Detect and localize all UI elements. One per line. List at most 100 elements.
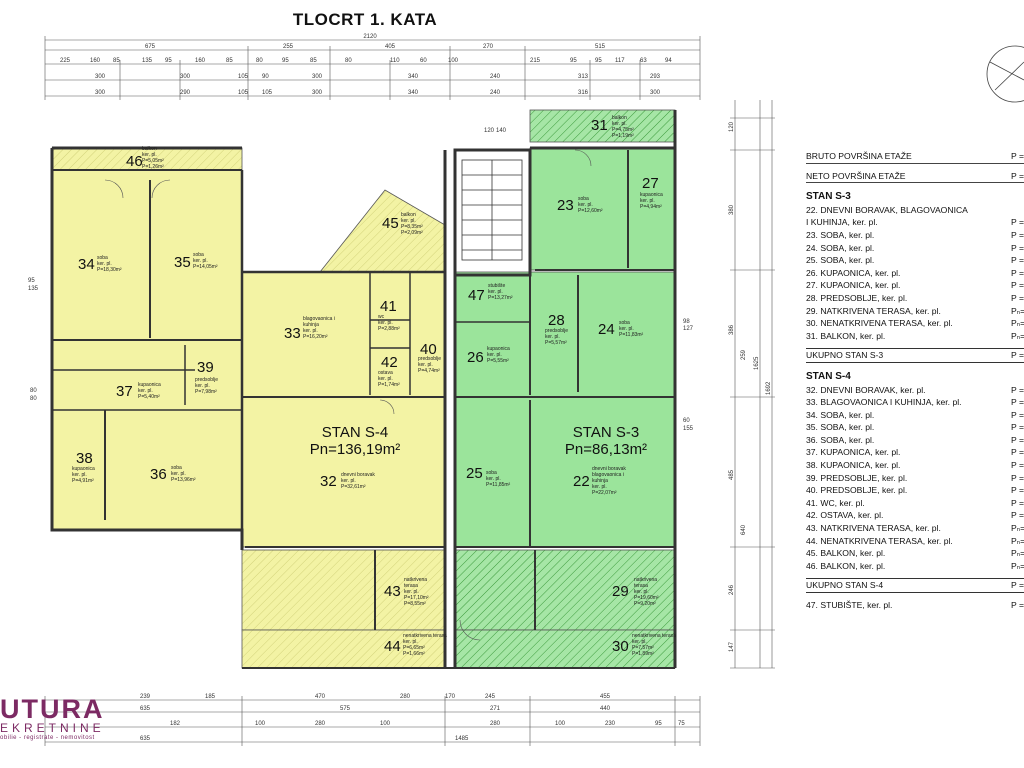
svg-text:63: 63 — [640, 58, 647, 64]
room-40-number: 40 — [420, 341, 437, 358]
room-33-number: 33 — [284, 325, 301, 342]
svg-text:240: 240 — [490, 90, 501, 96]
apartment-s4-name: STAN S-4 — [321, 424, 389, 441]
svg-text:135: 135 — [142, 58, 153, 64]
legend-s4-item: 45. BALKON, ker. pl.Pₙ= — [806, 547, 1024, 560]
room-23-number: 23 — [557, 197, 574, 214]
svg-text:300: 300 — [95, 74, 106, 80]
svg-text:90: 90 — [262, 74, 269, 80]
legend-s3-item-label: 27. KUPAONICA, ker. pl. — [806, 280, 901, 291]
svg-text:1625: 1625 — [754, 356, 760, 370]
legend-s4-item-value: P = — [1011, 422, 1024, 433]
room-35-info: soba ker. pl. P=14,05m² — [193, 252, 218, 270]
svg-text:60: 60 — [683, 418, 690, 424]
room-32-number: 32 — [320, 473, 337, 490]
svg-text:182: 182 — [170, 721, 181, 727]
room-26-info: kupaonica ker. pl. P=5,55m² — [487, 346, 510, 364]
svg-text:95: 95 — [655, 721, 662, 727]
svg-text:280: 280 — [490, 721, 501, 727]
legend-s4-item-value: Pₙ= — [1011, 560, 1024, 571]
legend-s4-item-label: 34. SOBA, ker. pl. — [806, 409, 875, 420]
room-41-number: 41 — [380, 298, 397, 315]
svg-text:240: 240 — [490, 74, 501, 80]
legend-s4-item-label: 43. NATKRIVENA TERASA, ker. pl. — [806, 523, 941, 534]
svg-text:80: 80 — [30, 396, 37, 402]
room-22-number: 22 — [573, 473, 590, 490]
apartment-s4-area — [51, 147, 446, 669]
svg-text:440: 440 — [600, 706, 611, 712]
legend-s3-item: 29. NATKRIVENA TERASA, ker. pl.Pₙ= — [806, 305, 1024, 318]
room-25-info: soba ker. pl. P=11,85m² — [486, 470, 511, 488]
legend-s3-item: 25. SOBA, ker. pl.P = — [806, 254, 1024, 267]
svg-text:293: 293 — [650, 74, 661, 80]
staircase — [461, 159, 523, 261]
svg-text:485: 485 — [729, 469, 735, 480]
room-45-info: balkon ker. pl. P=8,35m² P=2,09m² — [401, 212, 423, 236]
svg-text:155: 155 — [683, 426, 694, 432]
svg-text:170: 170 — [445, 694, 456, 700]
room-35-number: 35 — [174, 254, 191, 271]
legend-s4-item-value: P = — [1011, 384, 1024, 395]
legend-s3-item-label: 28. PREDSOBLJE, ker. pl. — [806, 292, 908, 303]
top-dimension-lines — [45, 39, 700, 97]
svg-text:80: 80 — [30, 388, 37, 394]
legend-s4-item-label: 38. KUPAONICA, ker. pl. — [806, 460, 901, 471]
room-38-info: kupaonica ker. pl. P=4,91m² — [72, 466, 95, 484]
svg-text:316: 316 — [578, 90, 589, 96]
room-26-number: 26 — [467, 349, 484, 366]
legend-s3-item-label: 29. NATKRIVENA TERASA, ker. pl. — [806, 305, 941, 316]
room-24-info: soba ker. pl. P=11,83m² — [619, 320, 644, 338]
logo-tagline: obilie - registrate - nemovitost — [0, 735, 95, 741]
svg-text:75: 75 — [678, 721, 685, 727]
legend-s4-item-label: 36. SOBA, ker. pl. — [806, 434, 875, 445]
north-arrow-icon — [986, 45, 1024, 103]
legend-s4-item-value: P = — [1011, 497, 1024, 508]
apartment-s3-name: STAN S-3 — [572, 424, 640, 441]
legend-neto-row: NETO POVRŠINA ETAŽE P = — [806, 170, 1024, 184]
legend-stair-row: 47. STUBIŠTE, ker. pl. P = — [806, 600, 1024, 610]
svg-text:105: 105 — [238, 90, 249, 96]
legend-s3-item-label: 25. SOBA, ker. pl. — [806, 255, 875, 266]
svg-text:271: 271 — [490, 706, 501, 712]
room-47-number: 47 — [468, 287, 485, 304]
svg-text:515: 515 — [595, 44, 606, 50]
company-logo: UTURA EKRETNINE obilie - registrate - ne… — [0, 694, 105, 741]
svg-text:340: 340 — [408, 74, 419, 80]
room-37-number: 37 — [116, 383, 133, 400]
room-30-number: 30 — [612, 638, 629, 655]
legend-s3-item: 31. BALKON, ker. pl.Pₙ= — [806, 330, 1024, 343]
legend-s3-item-label: 30. NENATKRIVENA TERASA, ker. pl. — [806, 318, 953, 329]
svg-text:259: 259 — [741, 349, 747, 360]
legend-s4-item-label: 41. WC, ker. pl. — [806, 497, 865, 508]
legend-s4-item-label: 44. NENATKRIVENA TERASA, ker. pl. — [806, 535, 953, 546]
legend-s4-item: 43. NATKRIVENA TERASA, ker. pl.Pₙ= — [806, 522, 1024, 535]
svg-text:120: 120 — [729, 121, 735, 132]
legend-s4-item: 36. SOBA, ker. pl.P = — [806, 434, 1024, 447]
svg-text:185: 185 — [205, 694, 216, 700]
room-23-info: soba ker. pl. P=12,60m² — [578, 196, 603, 214]
right-dimension-lines — [730, 100, 775, 669]
svg-text:280: 280 — [315, 721, 326, 727]
area-legend: BRUTO POVRŠINA ETAŽE P = NETO POVRŠINA E… — [806, 150, 1024, 612]
svg-text:280: 280 — [400, 694, 411, 700]
legend-s3-item: 26. KUPAONICA, ker. pl.P = — [806, 267, 1024, 280]
room-25-number: 25 — [466, 465, 483, 482]
legend-bruto-row: BRUTO POVRŠINA ETAŽE P = — [806, 150, 1024, 164]
room-46-info: balkon ker. pl. P=5,05m² P=1,26m² — [142, 146, 164, 170]
svg-text:85: 85 — [113, 58, 120, 64]
legend-s3-item-value: P = — [1011, 242, 1024, 253]
room-40-info: predsoblje ker. pl. P=4,74m² — [418, 356, 442, 374]
svg-text:100: 100 — [380, 721, 391, 727]
svg-text:80: 80 — [345, 58, 352, 64]
legend-s4-item: 37. KUPAONICA, ker. pl.P = — [806, 446, 1024, 459]
svg-text:120: 120 — [484, 128, 495, 134]
logo-text-sub: EKRETNINE — [0, 721, 105, 735]
room-27-number: 27 — [642, 175, 659, 192]
svg-text:675: 675 — [145, 44, 156, 50]
room-36-number: 36 — [150, 466, 167, 483]
apartment-s3-area — [454, 109, 676, 669]
svg-text:85: 85 — [226, 58, 233, 64]
legend-s4-item: 35. SOBA, ker. pl.P = — [806, 421, 1024, 434]
legend-s4-item: 33. BLAGOVAONICA I KUHINJA, ker. pl.P = — [806, 396, 1024, 409]
room-44-number: 44 — [384, 638, 401, 655]
